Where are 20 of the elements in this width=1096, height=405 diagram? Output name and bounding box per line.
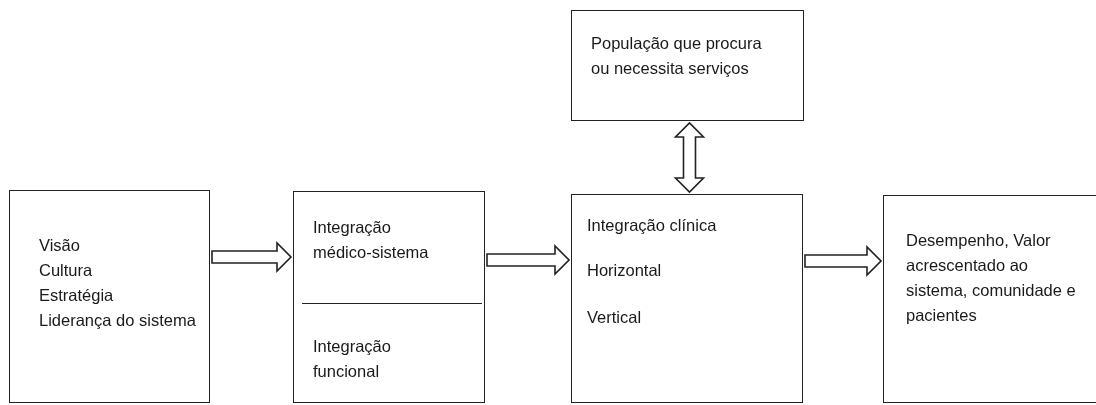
text-box <box>293 191 485 403</box>
box-text: Integração funcional <box>313 336 392 382</box>
block-arrow <box>211 241 293 273</box>
box-text: Integração clínica <box>587 215 718 236</box>
text-box <box>9 190 210 403</box>
box-text: Liderança do sistema <box>39 310 197 331</box>
box-text: Visão <box>39 235 81 256</box>
box-text: Estratégia <box>39 285 115 306</box>
text-box <box>571 10 804 121</box>
box-text: Cultura <box>39 260 94 281</box>
text-box <box>571 194 803 403</box>
box-text: Desempenho, Valor acrescentado ao sistema, comunidade e pacientes <box>906 230 1077 326</box>
text-box <box>883 195 1096 403</box>
block-arrow <box>804 245 883 277</box>
block-arrow <box>673 121 706 194</box>
box-text: Horizontal <box>587 260 663 281</box>
block-arrow <box>486 244 571 276</box>
box-text: Integração médico-sistema <box>313 217 430 263</box>
box-text: População que procura ou necessita serviços <box>591 33 763 79</box>
box-text: Vertical <box>587 307 643 328</box>
